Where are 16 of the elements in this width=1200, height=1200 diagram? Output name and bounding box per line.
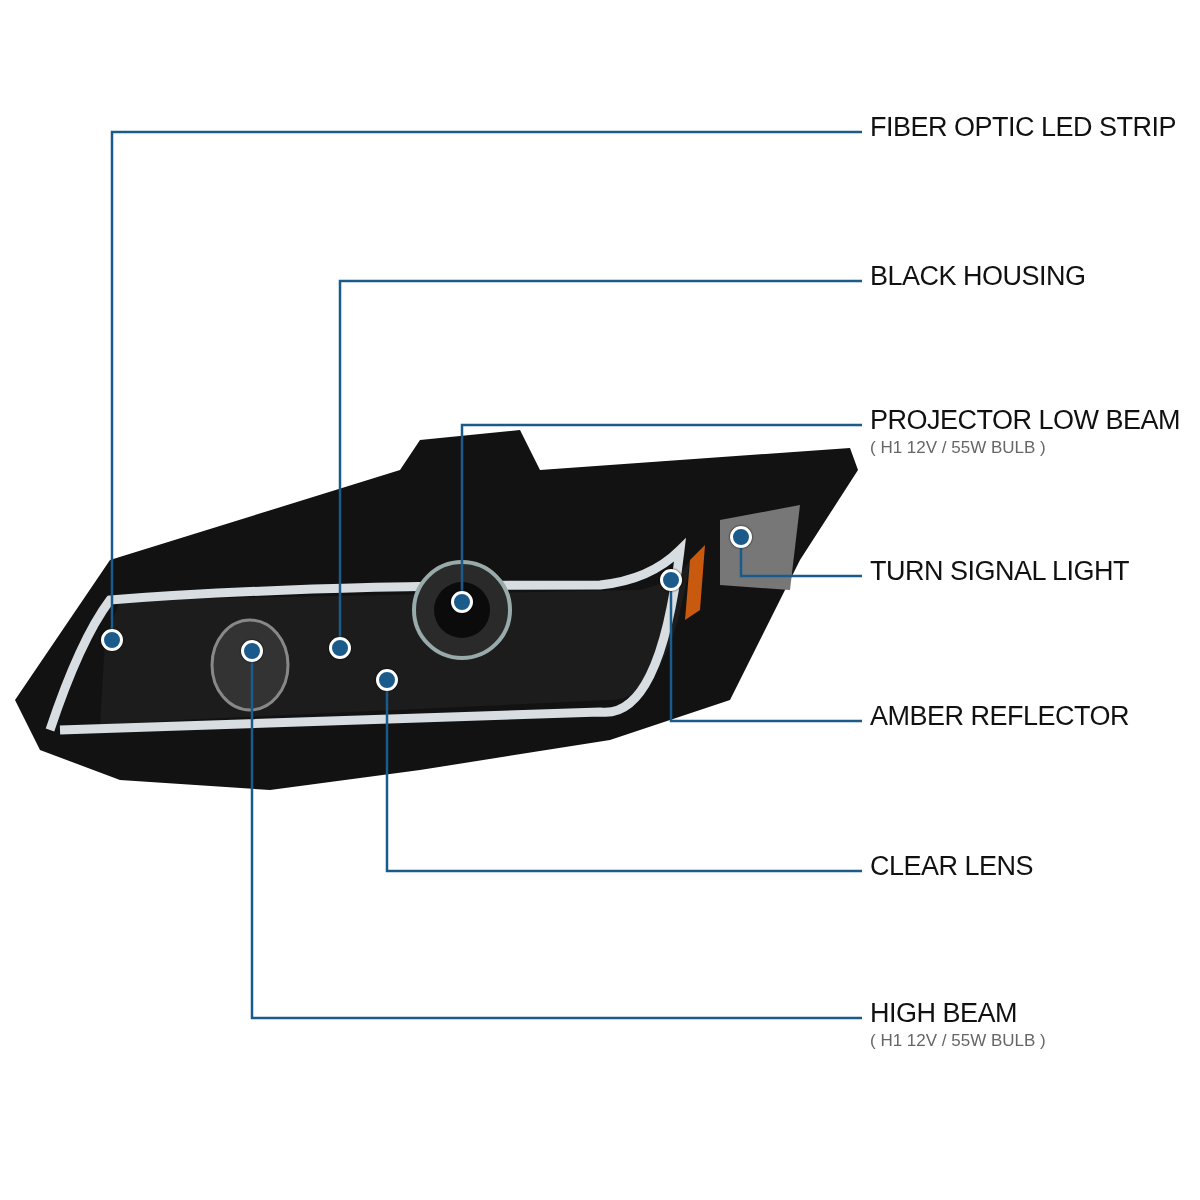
leader-line	[110, 130, 862, 629]
part-name: CLEAR LENS	[870, 851, 1034, 882]
leader-line	[338, 279, 862, 637]
leader-line	[460, 423, 862, 591]
part-name: HIGH BEAM	[870, 998, 1019, 1029]
leader-line	[250, 662, 862, 1020]
leader-line	[385, 691, 862, 873]
leader-line	[669, 591, 862, 723]
bulb-spec: ( H1 12V / 55W BULB )	[870, 438, 1047, 458]
part-name: AMBER REFLECTOR	[870, 701, 1130, 732]
part-name: PROJECTOR LOW BEAM	[870, 405, 1181, 436]
part-name: FIBER OPTIC LED STRIP	[870, 112, 1177, 143]
part-name: TURN SIGNAL LIGHT	[870, 556, 1130, 587]
bulb-spec: ( H1 12V / 55W BULB )	[870, 1031, 1046, 1051]
part-name: BLACK HOUSING	[870, 261, 1086, 292]
leader-line	[739, 548, 862, 578]
